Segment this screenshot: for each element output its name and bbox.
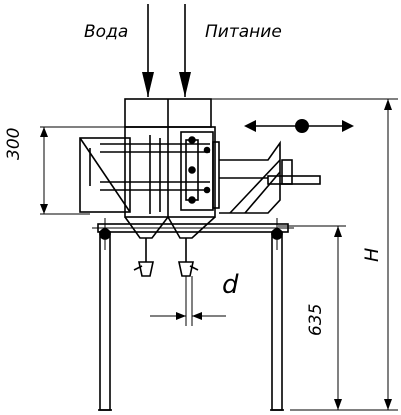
extension-lines bbox=[40, 98, 398, 411]
feed-inlet-arrow bbox=[179, 4, 191, 97]
roller-assembly bbox=[79, 127, 210, 217]
support-frame bbox=[92, 218, 294, 411]
water-inlet-arrow bbox=[142, 4, 154, 97]
dimension-635-label: 635 bbox=[306, 303, 326, 336]
dimension-635 bbox=[334, 226, 342, 410]
inlet-hopper bbox=[124, 98, 216, 218]
dimension-h bbox=[384, 99, 392, 410]
feed-label: Питание bbox=[205, 22, 282, 42]
dimension-300 bbox=[40, 127, 48, 214]
adjustment-indicator bbox=[244, 119, 354, 133]
side-plate bbox=[180, 131, 220, 211]
dimension-300-label: 300 bbox=[4, 127, 24, 160]
dimension-d bbox=[150, 276, 226, 326]
dimension-d-label: d bbox=[222, 270, 239, 300]
water-label: Вода bbox=[84, 22, 129, 42]
drive-bracket bbox=[219, 140, 321, 214]
discharge-chutes bbox=[124, 216, 216, 277]
dimension-h-label: H bbox=[361, 247, 383, 262]
